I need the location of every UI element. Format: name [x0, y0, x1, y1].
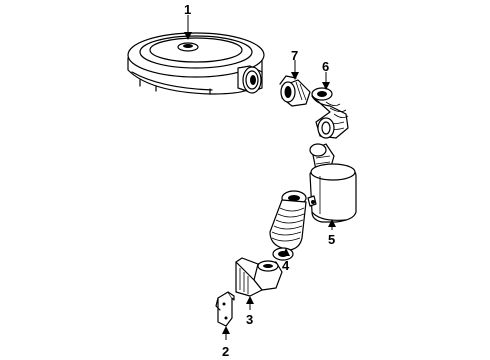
hose-coupler-icon: [279, 75, 311, 107]
callout-3: 3: [246, 312, 253, 327]
callout-4: 4: [282, 258, 290, 273]
callout-1: 1: [184, 2, 191, 17]
air-inlet-duct-icon: [235, 257, 283, 297]
corrugated-intake-hose-icon: [269, 190, 307, 261]
air-cleaner-housing-icon: [127, 32, 265, 95]
callout-5: 5: [328, 232, 335, 247]
callout-7: 7: [291, 48, 298, 63]
callout-2: 2: [222, 344, 229, 359]
resonator-canister-icon: [307, 143, 357, 223]
intake-hose-icon: [311, 87, 349, 139]
callout-6: 6: [322, 59, 329, 74]
mounting-bracket-icon: [215, 291, 235, 327]
